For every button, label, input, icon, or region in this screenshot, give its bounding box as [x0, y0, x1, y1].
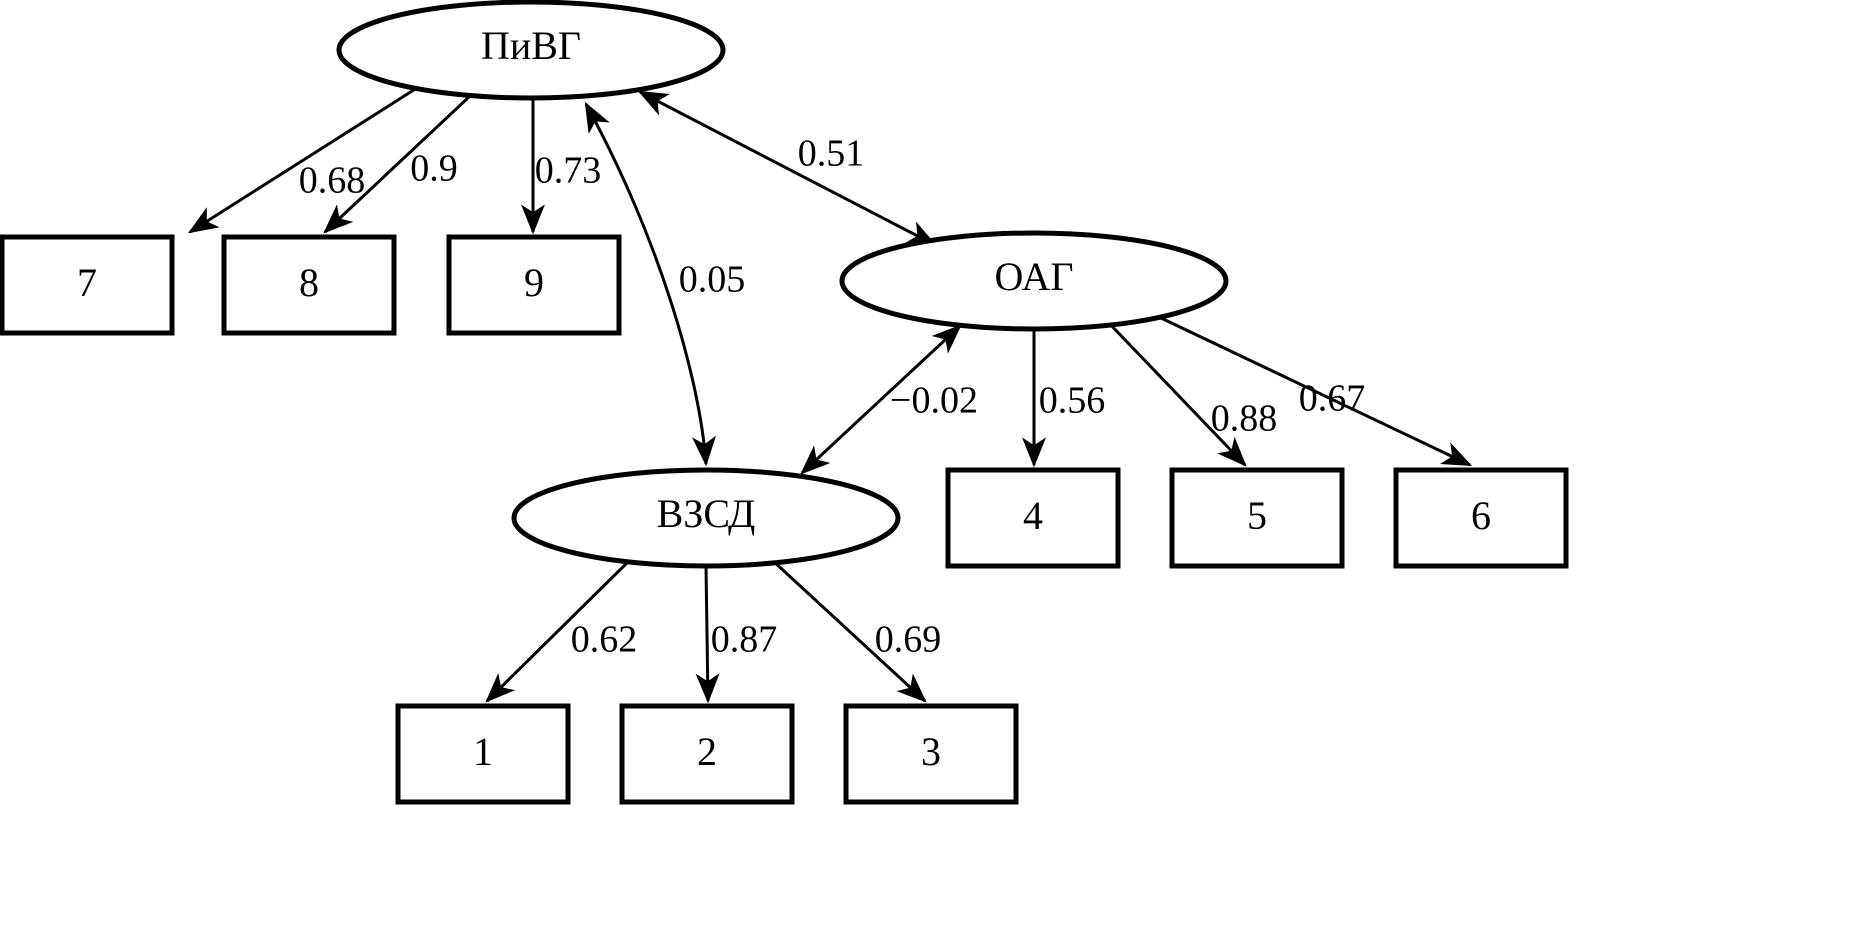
node-label: 1: [473, 729, 493, 774]
edge-label-pivg-8: 0.9: [410, 148, 458, 190]
node-label: ОАГ: [995, 254, 1074, 299]
observed-node-8: 8: [221, 234, 397, 336]
observed-node-4: 4: [945, 467, 1121, 569]
edge-oag-to-5: 0.88: [1104, 318, 1278, 467]
edge-line: [800, 324, 962, 475]
edge-oag-to-6: 0.67: [1139, 306, 1473, 467]
node-label: 2: [697, 729, 717, 774]
node-ellipse: [839, 230, 1229, 332]
node-ellipse: [511, 467, 901, 569]
edge-line: [770, 558, 927, 703]
edge-line: [584, 101, 716, 467]
node-label: 8: [299, 260, 319, 305]
node-box: [843, 703, 1019, 805]
edge-line: [485, 556, 634, 703]
edge-pivg-to-9: 0.73: [521, 99, 602, 235]
node-label: ПиВГ: [481, 23, 581, 68]
node-box: [446, 234, 622, 336]
edge-label-oag-5: 0.88: [1211, 398, 1278, 440]
edge-label-pivg-vzsd: 0.05: [679, 259, 746, 301]
observed-node-1: 1: [395, 703, 571, 805]
edge-pivg-to-vzsd: 0.05: [584, 101, 746, 467]
edge-label-pivg-oag: 0.51: [798, 133, 865, 175]
edge-label-vzsd-2: 0.87: [711, 619, 778, 661]
node-box: [1169, 467, 1345, 569]
edge-pivg-to-oag: 0.51: [637, 90, 938, 247]
edge-oag-to-vzsd: −0.02: [800, 324, 978, 475]
edge-label-oag-6: 0.67: [1299, 378, 1366, 420]
node-box: [0, 234, 175, 336]
node-box: [945, 467, 1121, 569]
observed-node-7: 7: [0, 234, 175, 336]
observed-node-3: 3: [843, 703, 1019, 805]
edge-line: [1104, 318, 1247, 467]
node-label: 6: [1471, 493, 1491, 538]
node-box: [619, 703, 795, 805]
edge-label-pivg-7: 0.68: [299, 160, 366, 202]
edge-label-vzsd-3: 0.69: [875, 619, 942, 661]
node-box: [1393, 467, 1569, 569]
edge-line: [1139, 306, 1473, 467]
edge-oag-to-4: 0.56: [1022, 330, 1106, 468]
node-label: 9: [524, 260, 544, 305]
edge-line: [187, 84, 421, 234]
node-box: [395, 703, 571, 805]
edge-line: [637, 90, 938, 247]
node-label: 7: [77, 260, 97, 305]
latent-node-pivg: ПиВГ: [336, 0, 726, 101]
edge-pivg-to-7: 0.68: [187, 84, 421, 234]
edge-label-vzsd-1: 0.62: [571, 619, 638, 661]
latent-node-vzsd: ВЗСД: [511, 467, 901, 569]
edge-label-pivg-9: 0.73: [535, 150, 602, 192]
node-label: 4: [1023, 493, 1043, 538]
edge-line: [323, 94, 472, 234]
node-label: ВЗСД: [657, 491, 756, 536]
node-label: 3: [921, 729, 941, 774]
node-label: 5: [1247, 493, 1267, 538]
observed-node-5: 5: [1169, 467, 1345, 569]
edge-label-oag-4: 0.56: [1039, 380, 1106, 422]
observed-node-6: 6: [1393, 467, 1569, 569]
edge-vzsd-to-1: 0.62: [485, 556, 638, 703]
observed-node-9: 9: [446, 234, 622, 336]
edge-pivg-to-8: 0.9: [323, 94, 472, 234]
edge-vzsd-to-2: 0.87: [695, 566, 778, 704]
node-box: [221, 234, 397, 336]
observed-node-2: 2: [619, 703, 795, 805]
edge-label-oag-vzsd: −0.02: [890, 380, 978, 422]
edge-vzsd-to-3: 0.69: [770, 558, 942, 703]
latent-node-oag: ОАГ: [839, 230, 1229, 332]
node-ellipse: [336, 0, 726, 101]
edge-line: [695, 566, 720, 704]
